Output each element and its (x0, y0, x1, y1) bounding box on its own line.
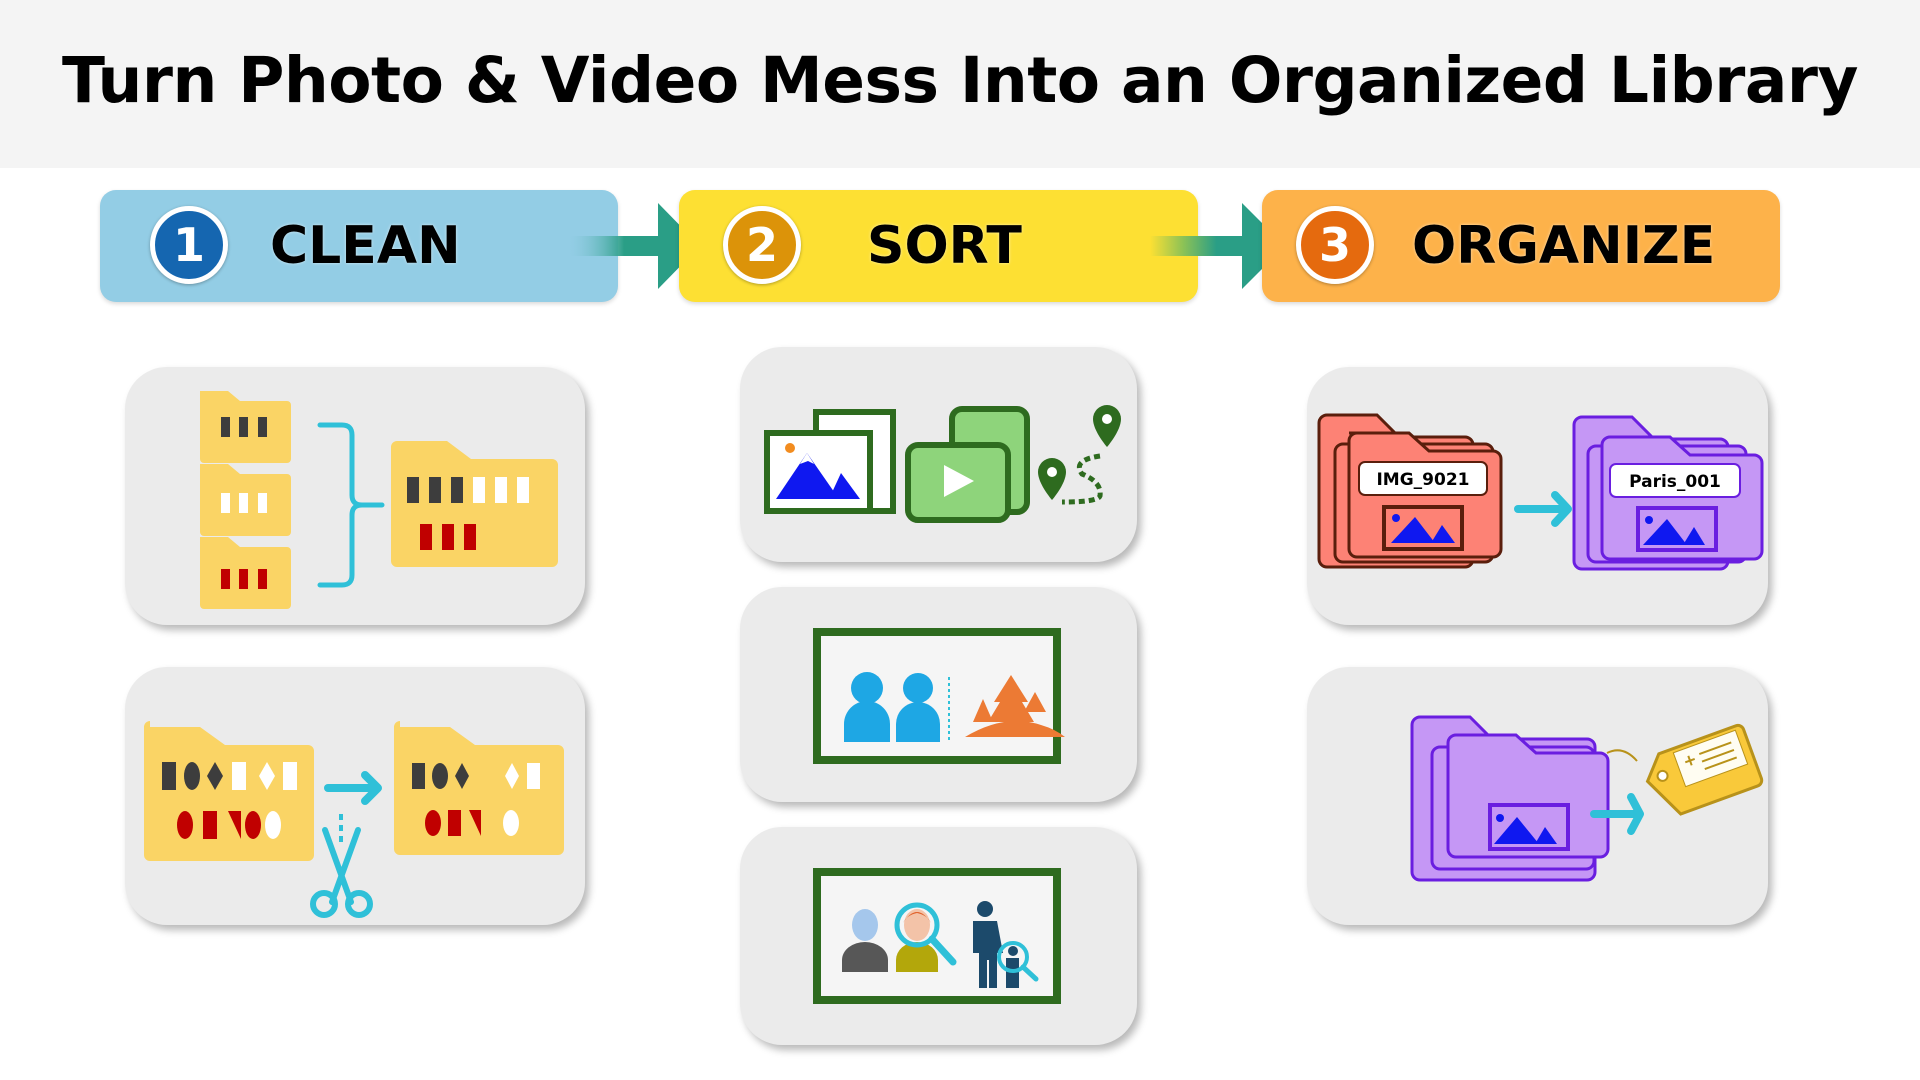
landscape-trees-icon (965, 675, 1065, 737)
step-label-clean: CLEAN (270, 216, 461, 276)
new-filename: Paris_001 (1629, 472, 1721, 492)
merged-folder-icon (391, 441, 558, 567)
photo-stack-icon (764, 409, 896, 514)
family-search-icon (973, 901, 1039, 988)
scissors-icon (310, 814, 373, 918)
folder-icon (394, 721, 564, 855)
page-title: Turn Photo & Video Mess Into an Organize… (62, 44, 1858, 117)
card-rename-files: IMG_9021 Paris_001 (1307, 367, 1768, 625)
folder-icon (200, 464, 291, 536)
step-sort: 2 SORT (679, 190, 1198, 302)
old-filename: IMG_9021 (1376, 470, 1469, 490)
header-band: Turn Photo & Video Mess Into an Organize… (0, 0, 1920, 168)
arrow-right-icon (324, 771, 382, 805)
location-route-icon (1038, 405, 1121, 505)
step-organize: 3 ORGANIZE (1262, 190, 1780, 302)
arrow-right-icon (1590, 793, 1644, 835)
card-merge-folders (125, 367, 585, 625)
step-clean: 1 CLEAN (100, 190, 618, 302)
person-icon (842, 909, 888, 972)
folder-icon (200, 537, 291, 609)
bracket-icon (317, 422, 385, 588)
card-people-vs-places (740, 587, 1137, 802)
step-number-1: 1 (150, 206, 228, 284)
folder-icon (200, 391, 291, 463)
step-label-sort: SORT (867, 216, 1022, 276)
card-face-recognition (740, 827, 1137, 1045)
step-label-organize: ORGANIZE (1412, 216, 1716, 276)
face-search-icon (894, 902, 957, 972)
card-sort-by-type (740, 347, 1137, 562)
step-number-2: 2 (723, 206, 801, 284)
card-tag-files (1307, 667, 1768, 925)
card-remove-duplicates (125, 667, 585, 925)
arrow-right-icon (1514, 491, 1572, 527)
purple-folder-icon (1410, 715, 1610, 882)
red-folder-icon: IMG_9021 (1317, 413, 1503, 569)
tag-icon (1606, 723, 1764, 816)
step-number-3: 3 (1296, 206, 1374, 284)
people-icon (844, 672, 940, 742)
folder-icon (144, 721, 314, 861)
video-icon (905, 406, 1030, 523)
purple-folder-icon: Paris_001 (1572, 415, 1764, 571)
